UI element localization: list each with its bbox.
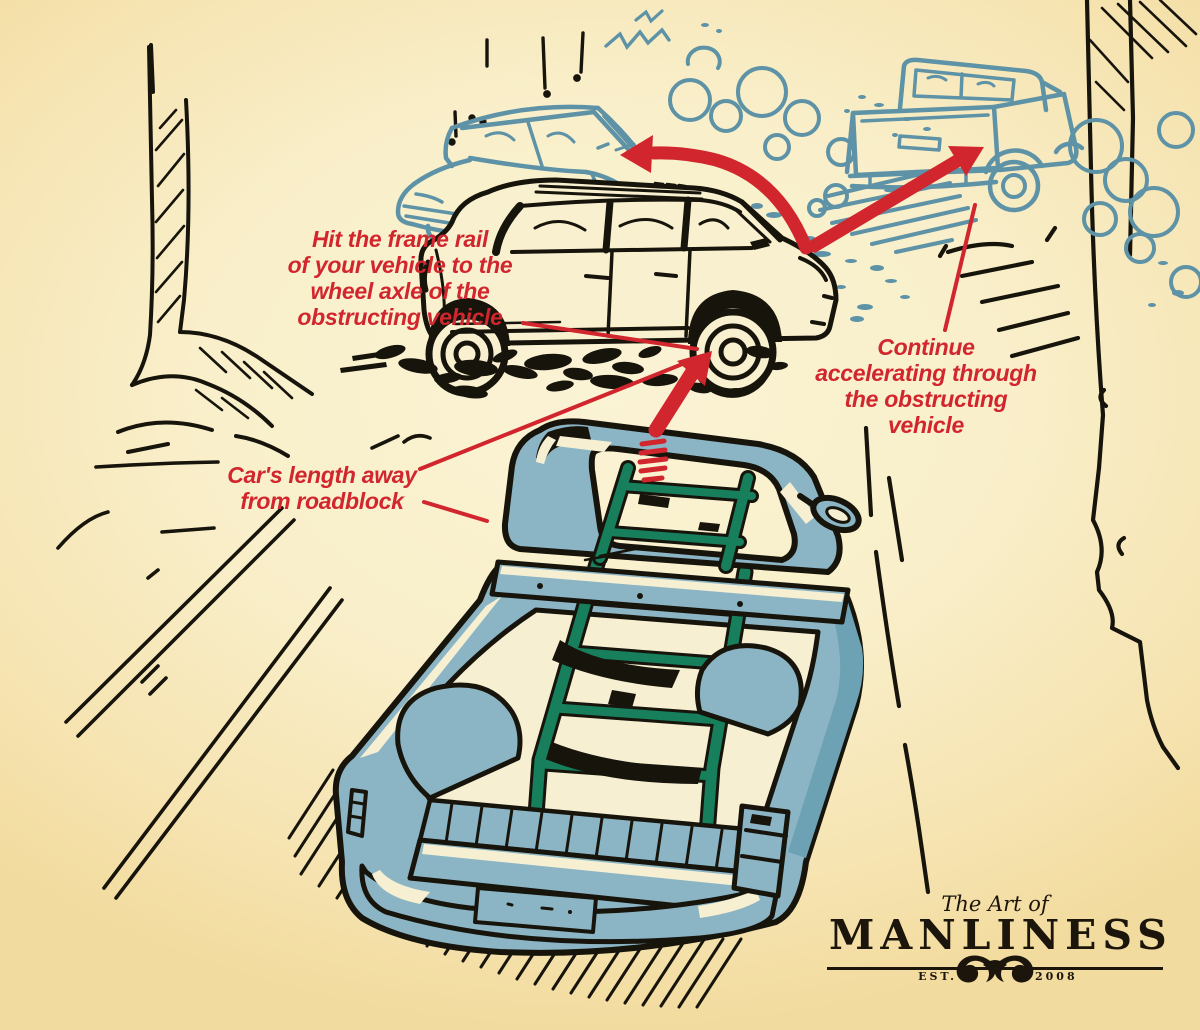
arrow-continue-right	[807, 146, 984, 253]
rear-bumper	[359, 863, 781, 945]
logo-name: MANLINESS	[829, 911, 1173, 960]
foreground-truck	[332, 418, 865, 956]
leader-cars-length-upper	[418, 355, 702, 471]
logo-year: 2008	[1035, 970, 1078, 984]
leader-cars-length-lower	[422, 500, 489, 523]
tail-lights	[346, 788, 791, 899]
annotation-continue-accelerating: Continue accelerating through the obstru…	[815, 334, 1037, 438]
right-tree-sketch	[863, 0, 1198, 895]
bed-bulkhead	[489, 559, 851, 625]
background-dashes	[448, 31, 585, 146]
left-tree-sketch	[116, 43, 314, 458]
pickup-sketch	[844, 57, 1085, 213]
left-wheel-arch	[395, 682, 523, 801]
arrow-spin-left	[620, 135, 813, 255]
side-mirror	[797, 493, 862, 534]
road-edge-left-sketch	[56, 433, 432, 900]
obstructing-suv	[418, 177, 839, 398]
truck-cab	[501, 418, 843, 575]
logo-est-label: EST.	[918, 970, 957, 984]
leader-hit-frame-rail	[521, 321, 699, 351]
leader-lines	[418, 203, 977, 523]
skid-lines	[818, 168, 978, 254]
motion-arrows	[620, 135, 984, 483]
right-wheel-arch	[694, 643, 804, 737]
arrow-impact-up	[637, 351, 712, 483]
annotation-cars-length: Car's length away from roadblock	[227, 462, 417, 514]
leader-continue	[943, 203, 977, 332]
license-plate	[473, 886, 598, 934]
annotation-hit-frame-rail: Hit the frame rail of your vehicle to th…	[287, 226, 513, 330]
logo-tagline: The Art of	[941, 892, 1049, 916]
frame-front-section	[592, 460, 759, 574]
art-of-manliness-logo: The Art of MANLINESS EST. 2008	[825, 892, 1173, 1003]
logo-bottom-row: EST. 2008	[825, 955, 1165, 1003]
mustache-icon	[953, 950, 1037, 997]
